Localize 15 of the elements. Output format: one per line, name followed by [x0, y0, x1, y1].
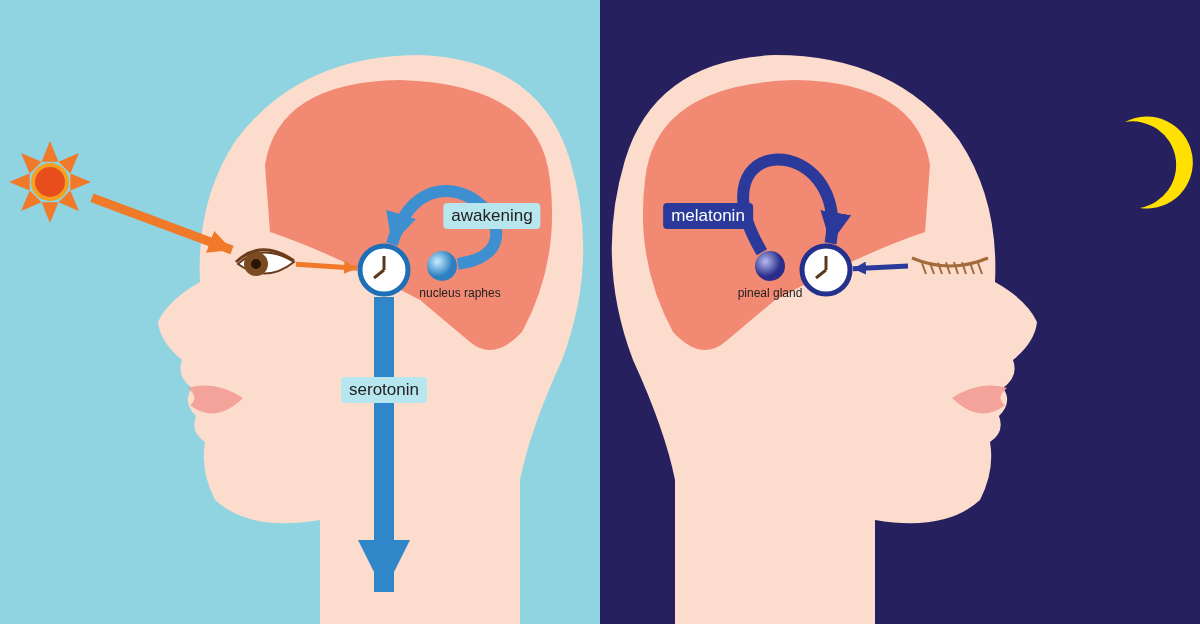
arrow — [358, 297, 410, 592]
edge-label: awakening — [443, 203, 541, 229]
arrow — [386, 185, 502, 270]
arrow — [90, 193, 234, 255]
sun-icon — [8, 140, 92, 224]
edge-label: melatonin — [663, 203, 753, 229]
node-caption: pineal gland — [737, 286, 803, 300]
sphere-icon — [754, 250, 786, 282]
node-caption: nucleus raphes — [419, 286, 501, 300]
clock-icon — [357, 243, 411, 297]
arrow — [737, 153, 848, 255]
arrow — [852, 261, 909, 275]
sphere-icon — [426, 250, 458, 282]
edge-label: serotonin — [341, 377, 427, 403]
arrow — [295, 260, 358, 274]
